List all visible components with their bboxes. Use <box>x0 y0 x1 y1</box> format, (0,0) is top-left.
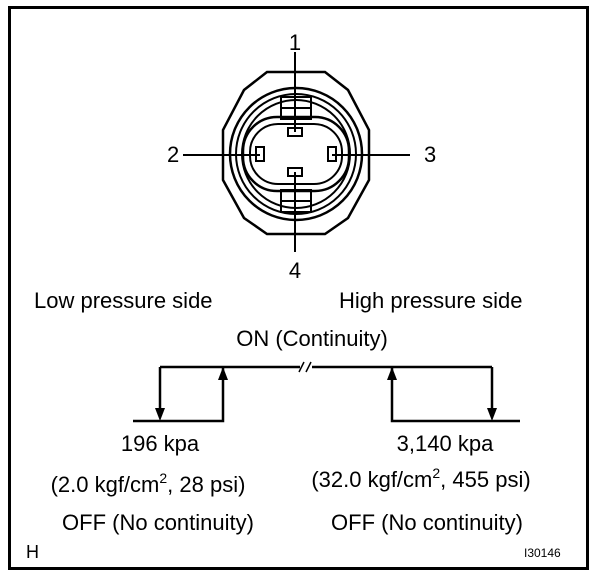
arrow-up-high <box>387 367 397 380</box>
pin-label-3: 3 <box>424 142 437 167</box>
arrow-up-low <box>218 367 228 380</box>
on-continuity-label: ON (Continuity) <box>236 326 388 351</box>
high-side-trace <box>390 368 520 423</box>
low-pressure-value: 196 kpa <box>120 431 200 456</box>
high-pressure-value: 3,140 kpa <box>396 431 494 456</box>
low-side-trace <box>133 368 225 423</box>
corner-letter: H <box>26 542 39 562</box>
pin-label-4: 4 <box>288 258 302 283</box>
high-off-label: OFF (No continuity) <box>331 510 523 535</box>
high-pressure-spec: (32.0 kgf/cm2, 455 psi) <box>311 465 531 492</box>
arrow-down-high <box>487 408 497 421</box>
low-pressure-side-label: Low pressure side <box>34 288 213 313</box>
graph-arrowheads <box>155 367 497 421</box>
pin-label-2: 2 <box>167 142 180 167</box>
arrow-down-low <box>155 408 165 421</box>
terminals <box>255 127 337 177</box>
switch-graph <box>133 361 520 423</box>
high-pressure-side-label: High pressure side <box>339 288 523 313</box>
low-off-label: OFF (No continuity) <box>62 510 254 535</box>
low-pressure-spec: (2.0 kgf/cm2, 28 psi) <box>50 470 246 497</box>
pin-leader-lines <box>183 52 410 252</box>
pin-label-1: 1 <box>288 30 302 55</box>
figure-id: I30146 <box>524 546 561 560</box>
figure-frame <box>8 6 589 570</box>
